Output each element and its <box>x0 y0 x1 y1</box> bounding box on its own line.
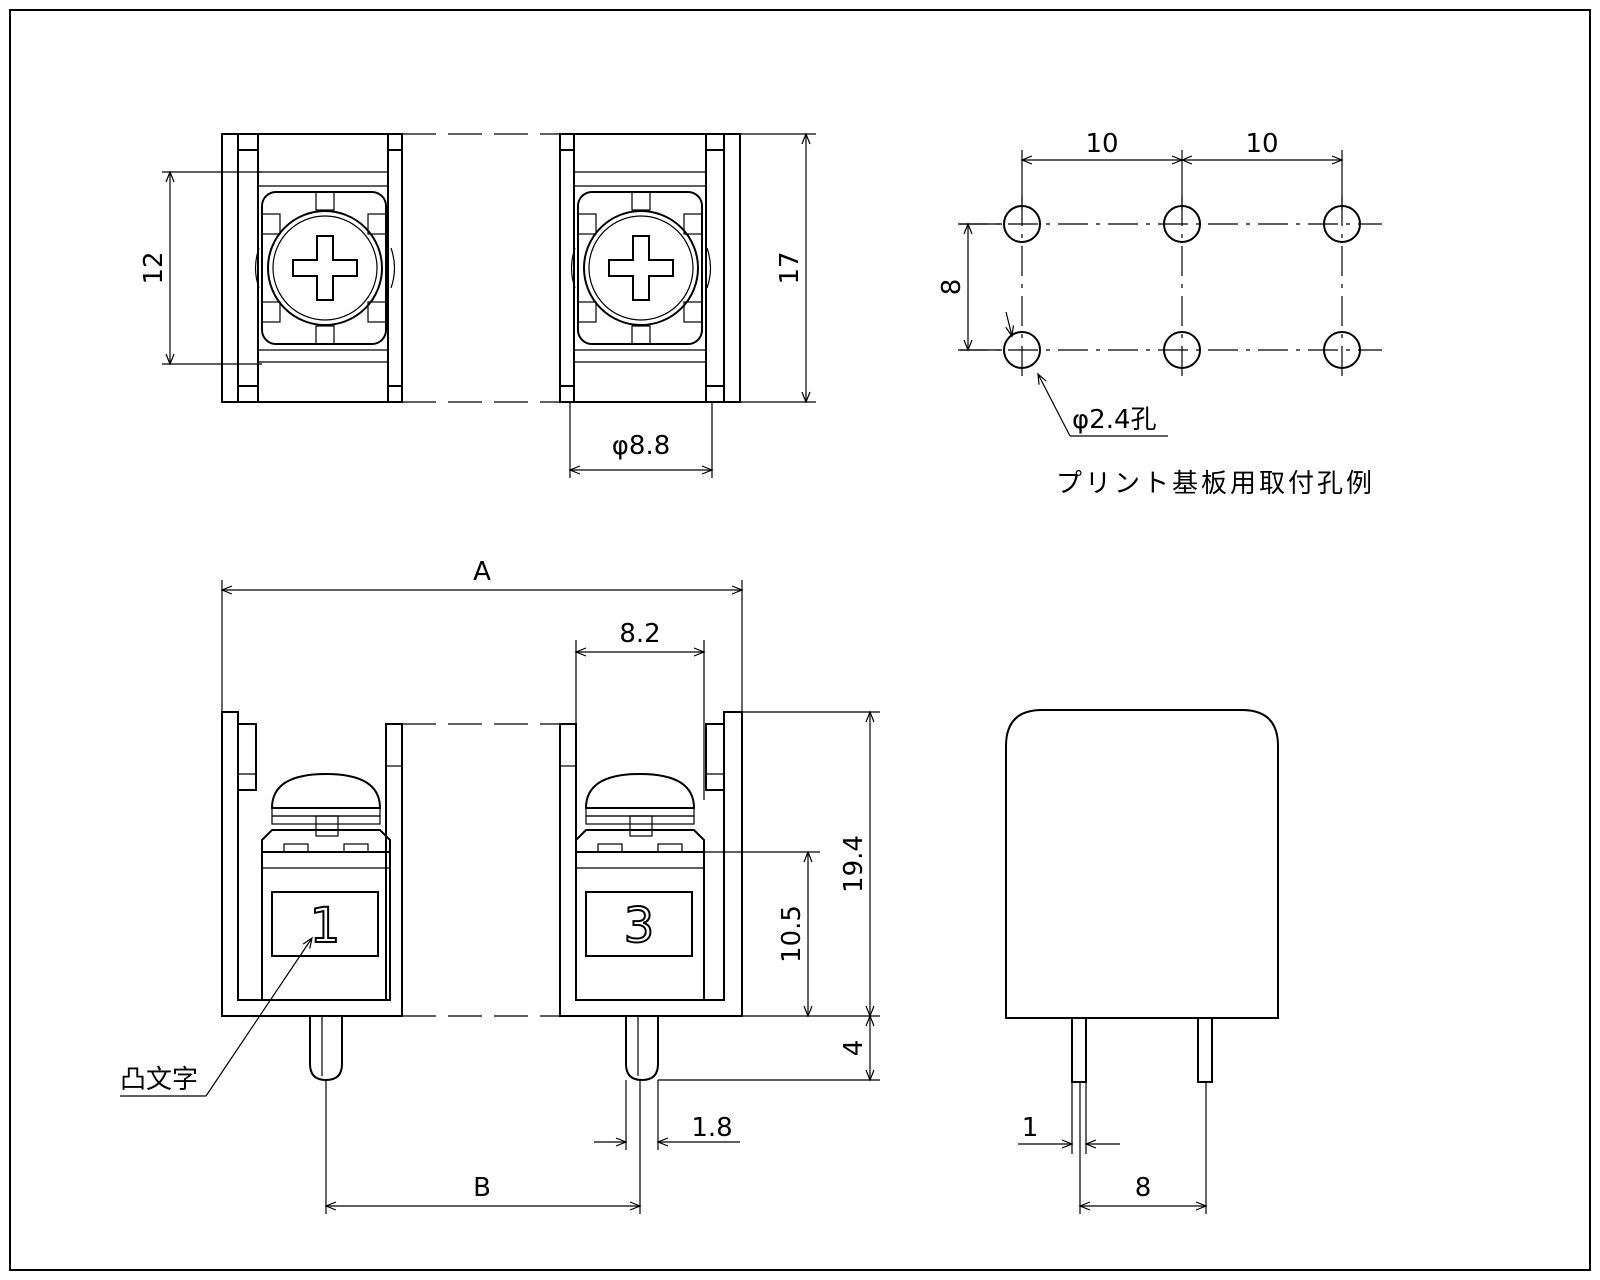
dim-text-17: 17 <box>775 251 805 284</box>
dim-text-4: 4 <box>839 1040 869 1057</box>
dim-text-B: B <box>473 1173 491 1203</box>
raised-letters-label: 凸文字 <box>120 1065 198 1095</box>
dim-text-19-4: 19.4 <box>839 835 869 893</box>
pcb-hole <box>1163 331 1201 369</box>
dim-text-8-2: 8.2 <box>619 619 660 649</box>
dim-text-1: 1 <box>1022 1113 1039 1143</box>
front-left-block: 1 <box>221 711 403 1214</box>
phillips-cross-icon <box>608 235 674 301</box>
dim-text-12: 12 <box>139 251 169 284</box>
front-view: A 8.2 1 <box>120 557 880 1214</box>
dim-top-height-17: 17 <box>740 132 816 404</box>
front-right-block: 3 <box>559 711 743 1214</box>
terminal-number-3: 3 <box>624 898 655 954</box>
pcb-hole <box>1003 331 1041 369</box>
side-view: 1 8 <box>1005 709 1279 1214</box>
terminal-number-1: 1 <box>310 898 341 954</box>
drawing-frame <box>9 9 1591 1271</box>
side-body <box>1005 709 1279 1019</box>
top-view-left-body <box>221 133 403 403</box>
dim-text-side-8: 8 <box>1135 1173 1152 1203</box>
dim-text-10-5: 10.5 <box>777 905 807 963</box>
pcb-hole-pattern: 10 10 8 φ2.4孔 プリント基板用取付孔例 <box>937 129 1382 499</box>
screw-head-right <box>583 210 699 326</box>
pcb-hole <box>1323 331 1361 369</box>
dim-text-pitch-10b: 10 <box>1245 129 1278 159</box>
side-pin-left <box>1071 1017 1087 1083</box>
dim-text-pitch-10a: 10 <box>1085 129 1118 159</box>
dim-text-dia-8-8: φ8.8 <box>612 431 671 461</box>
dim-top-height-12: 12 <box>139 170 262 366</box>
dim-text-row-8: 8 <box>937 279 967 296</box>
dim-text-A: A <box>473 557 491 587</box>
dim-text-1-8: 1.8 <box>691 1113 732 1143</box>
screw-head-left <box>267 210 383 326</box>
dim-top-dia: φ8.8 <box>568 402 714 478</box>
phillips-cross-icon <box>292 235 358 301</box>
top-view: 12 17 φ8.8 <box>139 132 816 478</box>
dim-text-hole-dia: φ2.4孔 <box>1072 405 1157 435</box>
side-pin-right <box>1197 1017 1213 1083</box>
pcb-hole-caption: プリント基板用取付孔例 <box>1056 469 1375 499</box>
top-view-right-body <box>559 133 741 403</box>
